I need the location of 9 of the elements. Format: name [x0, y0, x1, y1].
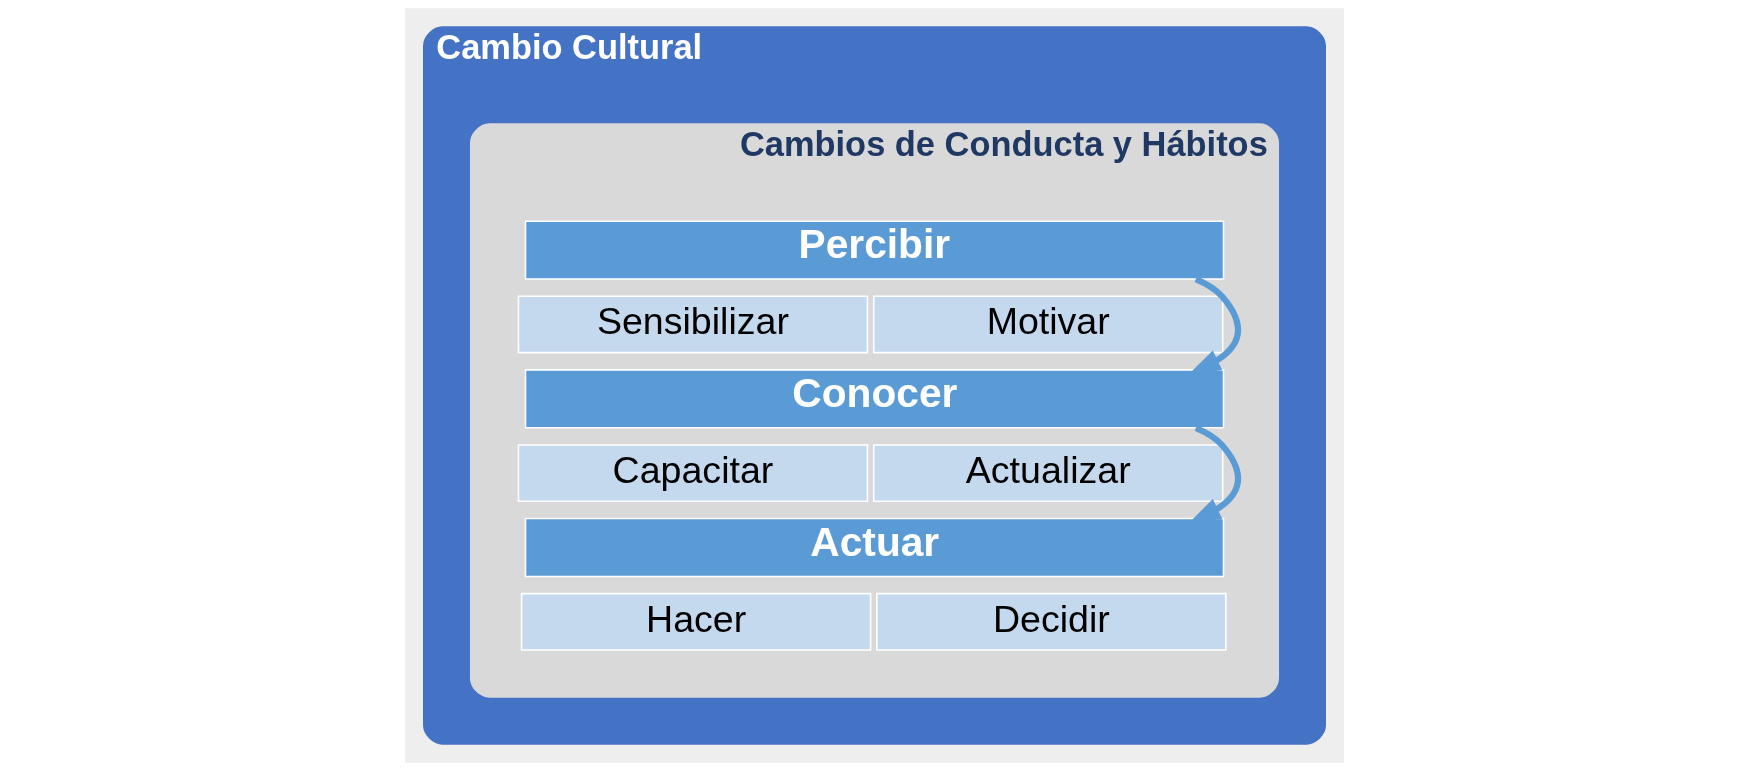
node-box: Capacitar: [517, 444, 868, 503]
node-box: Hacer: [520, 592, 871, 651]
node-box: Decidir: [875, 592, 1227, 651]
node-box: Actuar: [524, 517, 1224, 578]
node-box: Actualizar: [872, 444, 1223, 503]
node-box: Percibir: [524, 220, 1224, 280]
node-box: Sensibilizar: [517, 295, 868, 354]
node-box: Motivar: [872, 295, 1223, 354]
node-box: Conocer: [524, 369, 1224, 429]
